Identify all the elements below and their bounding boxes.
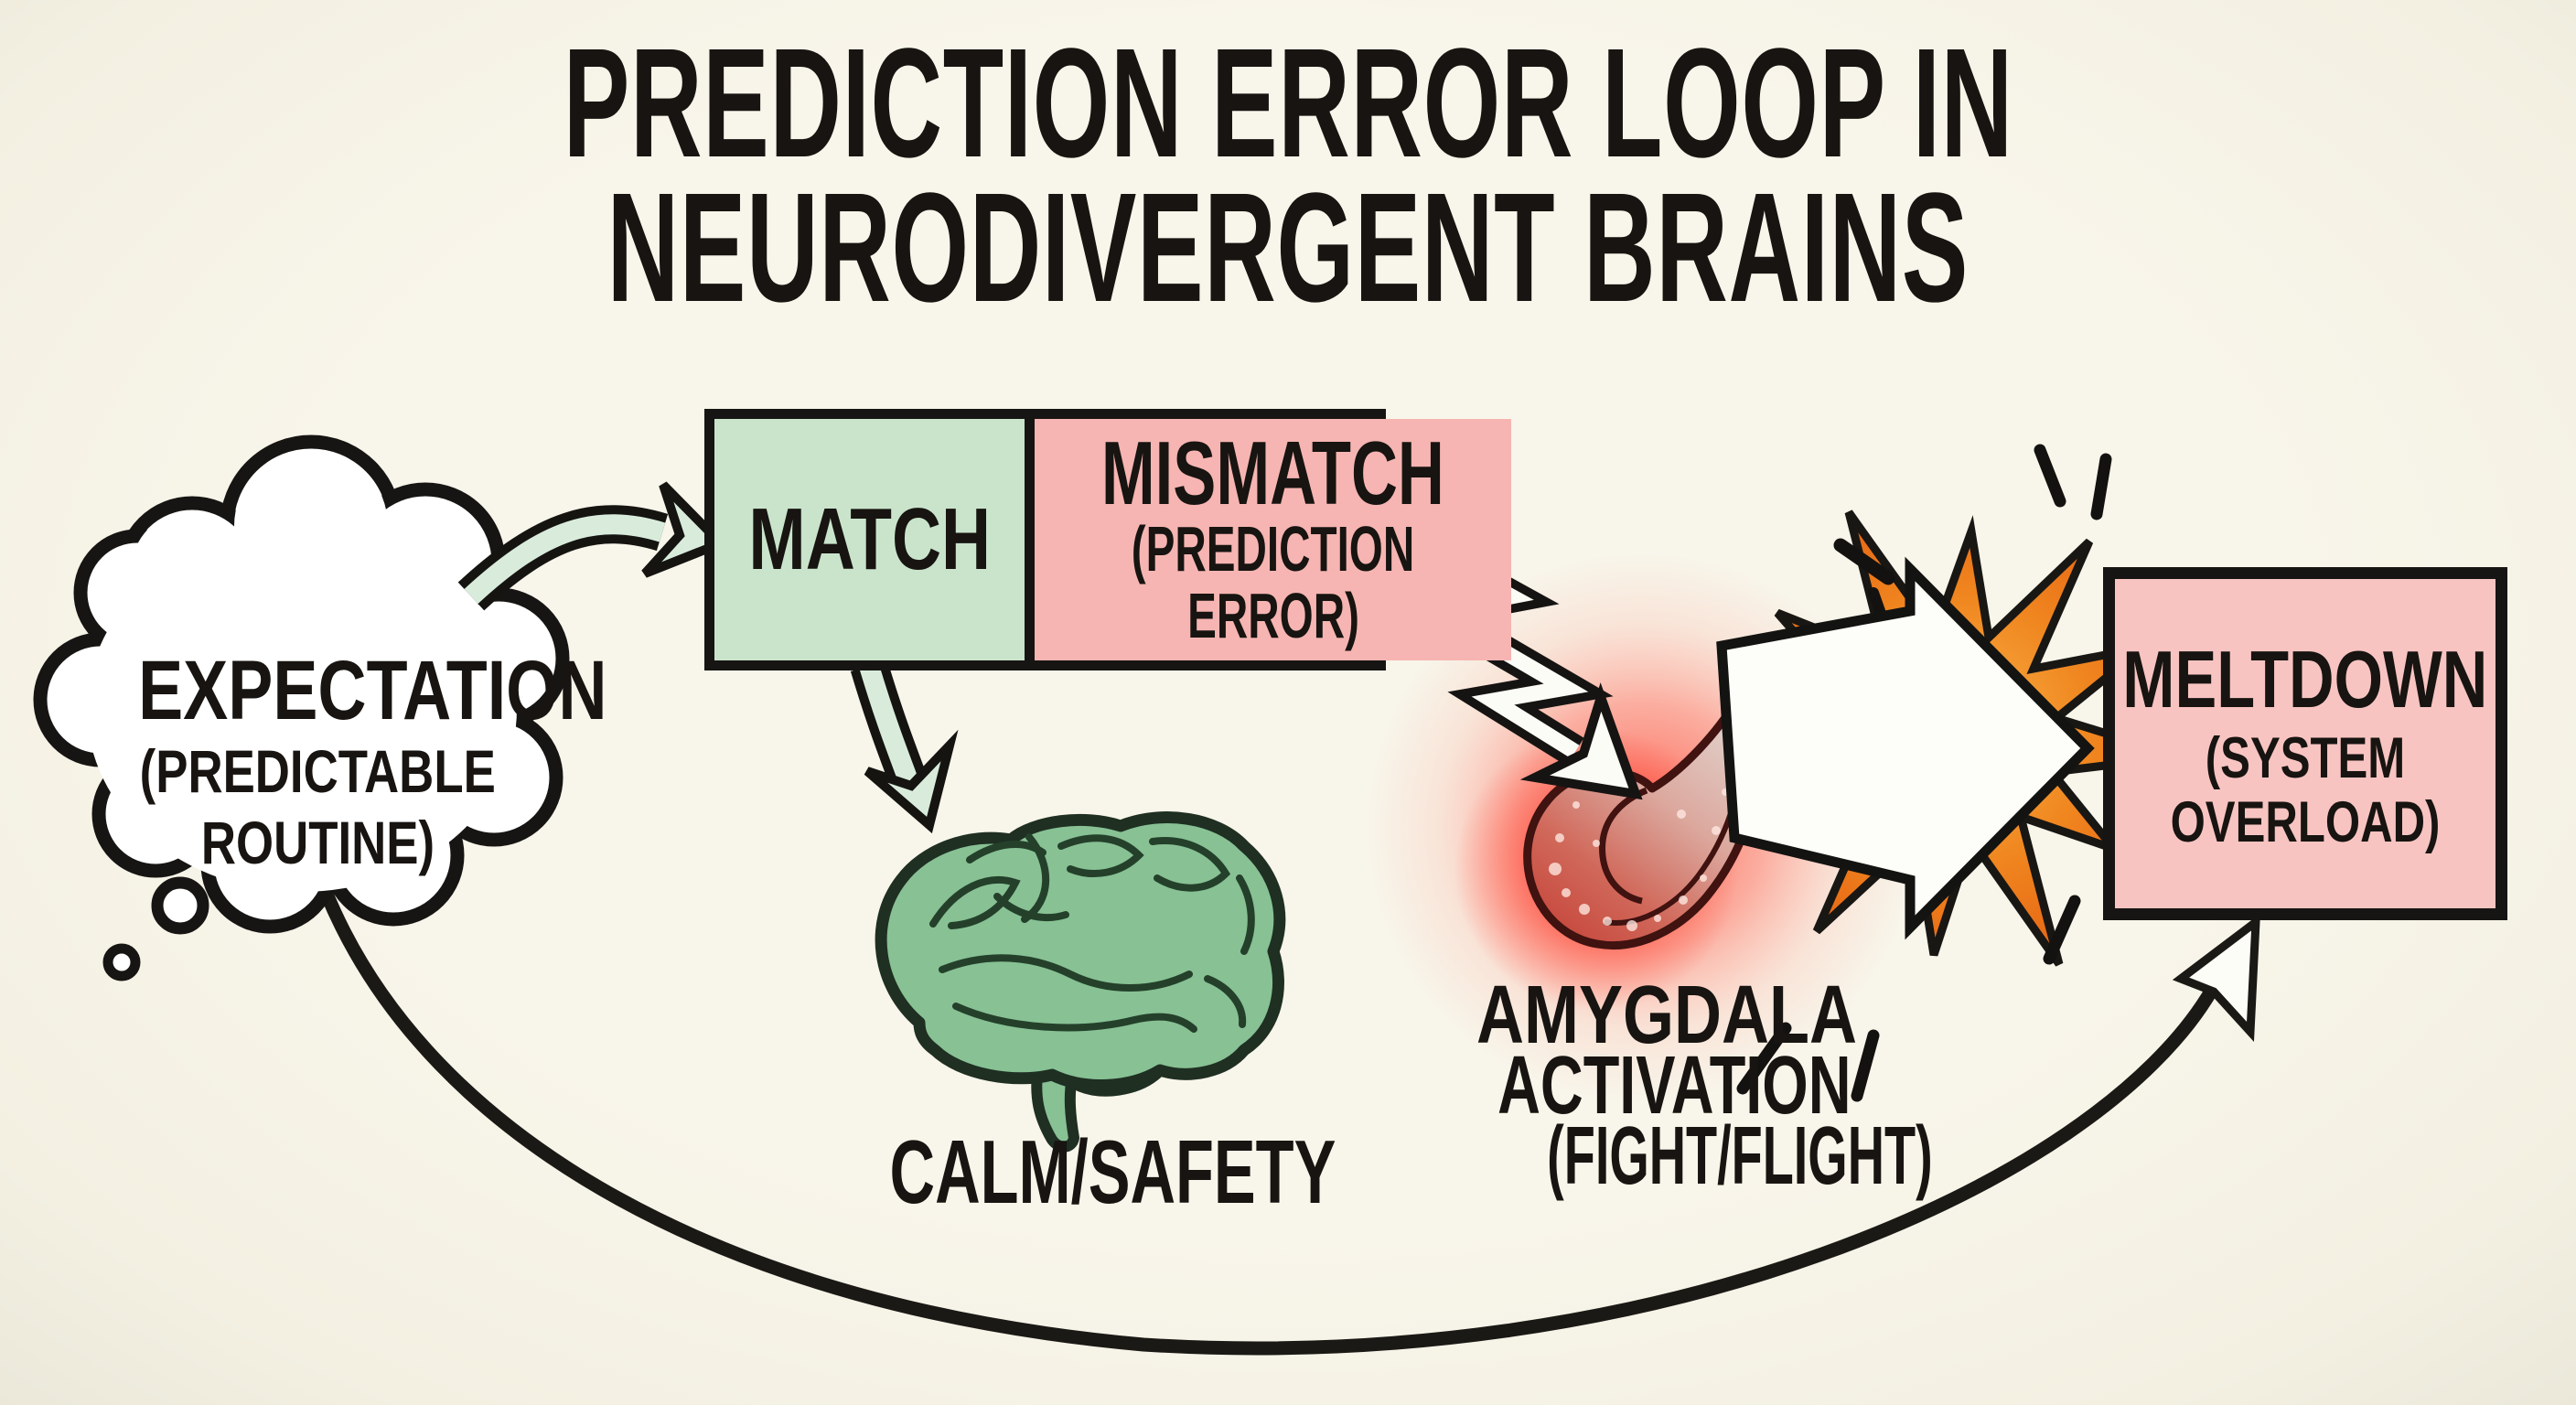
- title-line-2: NEURODIVERGENT BRAINS: [606, 161, 1970, 335]
- page-title: PREDICTION ERROR LOOP IN NEURODIVERGENT …: [0, 16, 2576, 335]
- match-to-brain-arrow: [850, 660, 959, 834]
- thought-cloud-icon: [33, 434, 570, 981]
- comparison-box: MATCH MISMATCH (PREDICTION ERROR): [704, 409, 1512, 670]
- calm-safety-label: CALM/SAFETY: [889, 1121, 1336, 1222]
- cloud-to-box-arrow: [457, 481, 729, 611]
- match-cell: MATCH: [714, 419, 1025, 660]
- mismatch-cell: MISMATCH (PREDICTION ERROR): [1025, 419, 1512, 660]
- amygdala-label: AMYGDALA ACTIVATION (FIGHT/FLIGHT): [1476, 970, 1933, 1202]
- loop-arrow: [319, 886, 2260, 1356]
- meltdown-box: MELTDOWN (SYSTEM OVERLOAD): [2103, 567, 2507, 920]
- brain-icon: [875, 811, 1286, 1153]
- impact-arrow-icon: [1716, 556, 2095, 940]
- title-line-1: PREDICTION ERROR LOOP IN: [563, 16, 2013, 190]
- expectation-label: EXPECTATION (PREDICTABLE ROUTINE): [138, 644, 607, 876]
- amygdala-icon: [1523, 683, 1765, 949]
